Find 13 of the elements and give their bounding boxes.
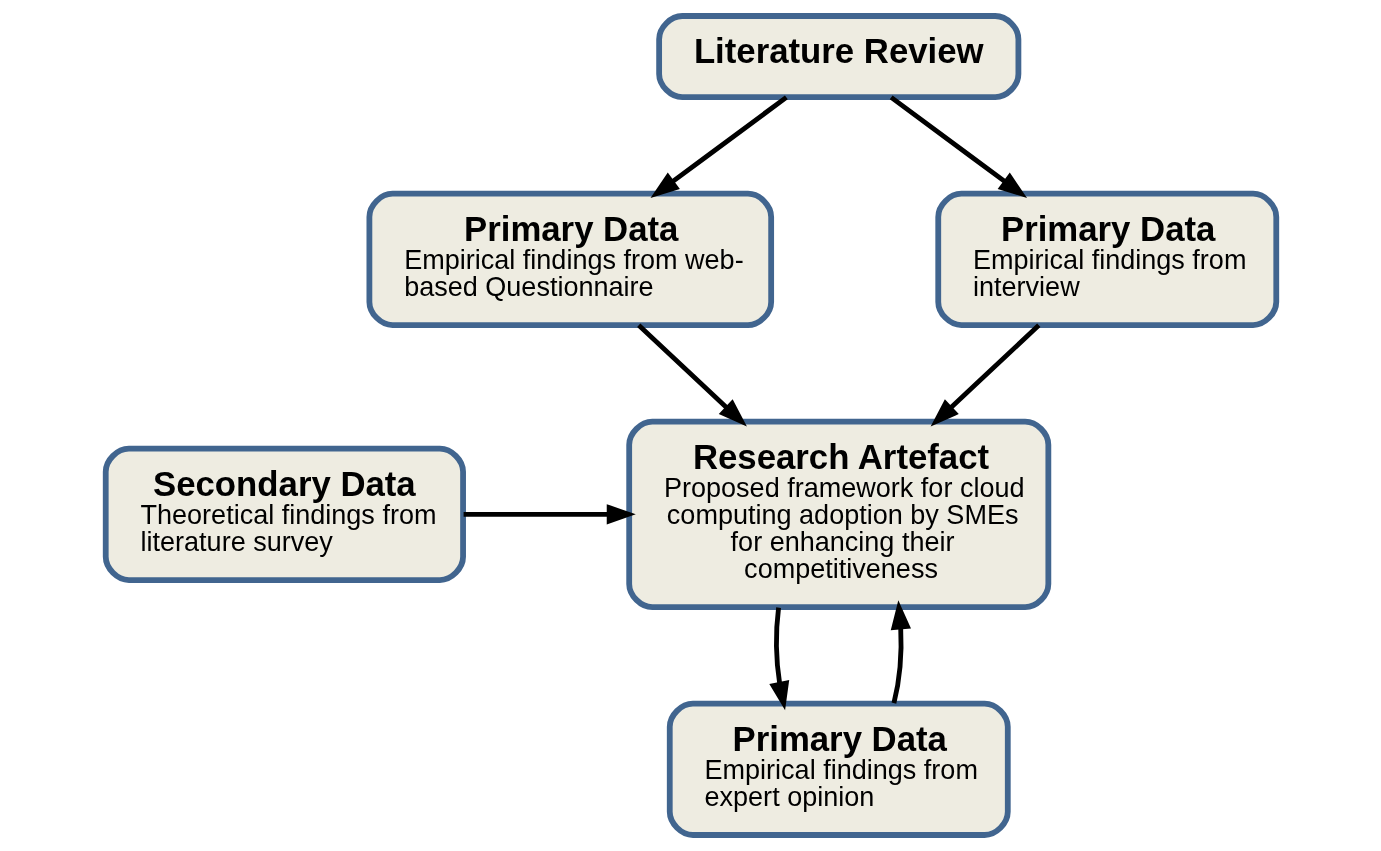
arrow xyxy=(890,600,911,704)
node-box: Secondary Data Theoretical findings from literature survey xyxy=(102,445,466,583)
arrow xyxy=(930,323,1040,427)
node-box: Literature Review xyxy=(655,13,1021,101)
node-box: Primary Data Empirical findings from expert opinion xyxy=(666,700,1011,838)
node-box: Research Artefact Proposed framework for cloud computing adoption by SMEs for enhancing their competitiveness xyxy=(625,418,1051,610)
arrow xyxy=(650,95,788,199)
arrow xyxy=(463,504,636,525)
node-box: Primary Data Empirical findings from interview xyxy=(934,190,1279,328)
node-box: Primary Data Empirical findings from web-based Questionnaire xyxy=(366,190,774,328)
arrow xyxy=(768,607,789,711)
arrow xyxy=(889,95,1027,199)
arrow xyxy=(636,323,747,427)
